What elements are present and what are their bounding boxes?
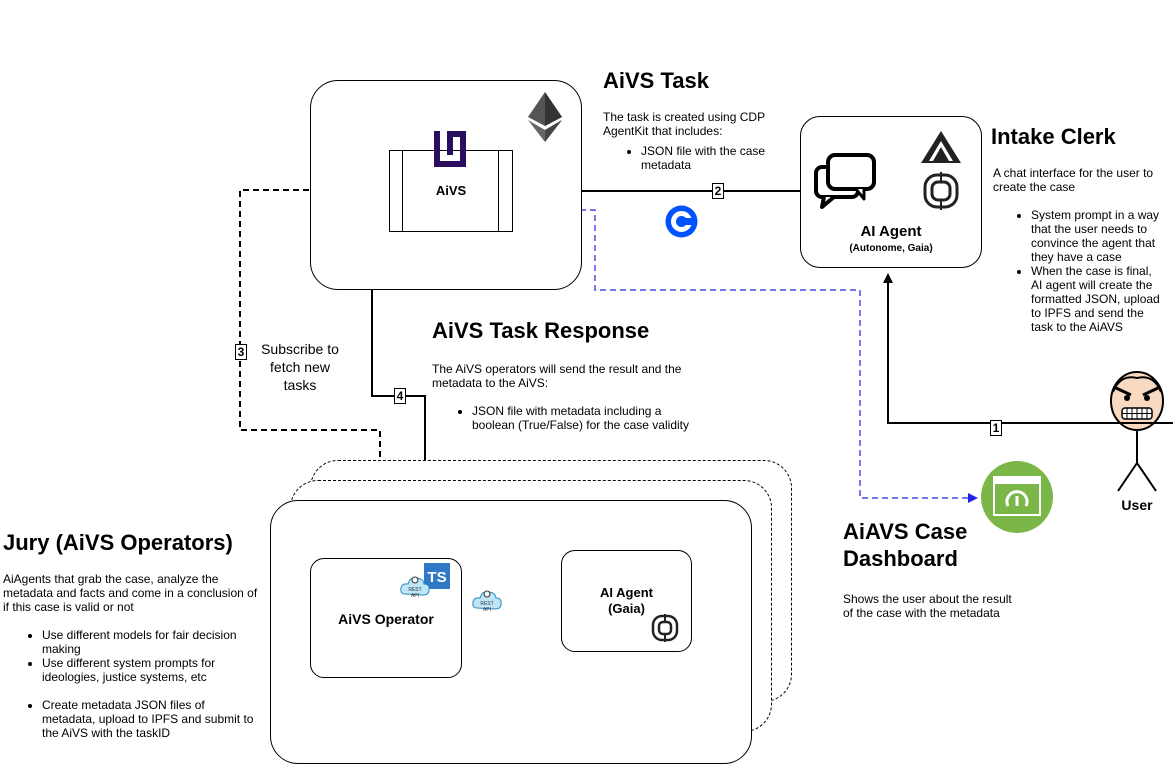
svg-text:REST: REST (408, 587, 421, 593)
dashboard-description: Shows the user about the result of the c… (843, 592, 1012, 620)
aivs-box[interactable]: AiVS (389, 131, 513, 232)
aivs-task-intro: The task is created using CDP AgentKit t… (603, 110, 765, 138)
step-badge-3: 3 (235, 344, 247, 360)
arrow-user-to-agent (883, 273, 1160, 424)
aivs-logo-icon (434, 131, 466, 167)
aivs-task-item: JSON file with the case metadata (641, 144, 803, 172)
aivs-task-description: The task is created using CDP AgentKit t… (603, 110, 803, 172)
intake-clerk-item: System prompt in a way that the user nee… (1031, 208, 1165, 264)
gaia-agent-label: AI Agent (600, 585, 653, 600)
coinbase-icon (665, 205, 698, 238)
svg-text:API: API (483, 607, 491, 613)
gaia-agent-sub: (Gaia) (608, 601, 645, 616)
gaia-icon (923, 172, 959, 210)
svg-text:API: API (411, 593, 419, 599)
autonome-icon (921, 131, 961, 163)
step-badge-4: 4 (394, 388, 406, 404)
intake-clerk-description: A chat interface for the user to create … (993, 166, 1165, 334)
gaia-agent-box[interactable]: AI Agent (Gaia) (561, 550, 692, 652)
aivs-box-label: AiVS (435, 183, 467, 198)
intake-agent-box[interactable]: AI Agent (Autonome, Gaia) (800, 116, 982, 268)
task-response-intro: The AiVS operators will send the result … (432, 362, 682, 390)
jury-item: Create metadata JSON files of metadata, … (42, 698, 261, 740)
chat-bubbles-icon (814, 153, 876, 209)
ethereum-icon (528, 92, 562, 142)
intake-clerk-item: When the case is final, AI agent will cr… (1031, 264, 1165, 334)
step-badge-2: 2 (712, 183, 724, 199)
jury-item: Use different system prompts for ideolog… (42, 656, 261, 684)
task-response-description: The AiVS operators will send the result … (432, 362, 692, 432)
aivs-operator-label: AiVS Operator (338, 611, 434, 627)
task-response-title: AiVS Task Response (432, 318, 650, 343)
task-response-item: JSON file with metadata including a bool… (472, 404, 692, 432)
step-badge-1: 1 (990, 420, 1002, 436)
rest-api-icon: REST API (400, 576, 430, 599)
dashboard-icon (981, 461, 1053, 533)
intake-clerk-intro: A chat interface for the user to create … (993, 166, 1154, 194)
intake-clerk-title: Intake Clerk (991, 124, 1116, 149)
intake-agent-label: AI Agent (860, 223, 922, 240)
jury-intro: AiAgents that grab the case, analyze the… (3, 572, 258, 614)
intake-agent-sub: (Autonome, Gaia) (849, 243, 933, 254)
jury-item: Use different models for fair decision m… (42, 628, 261, 656)
jury-description: AiAgents that grab the case, analyze the… (3, 572, 261, 740)
svg-text:REST: REST (480, 601, 493, 607)
rest-api-icon: REST API (472, 590, 502, 613)
aivs-box-right-rule (498, 151, 499, 231)
user-label: User (1121, 497, 1153, 513)
aivs-box-left-rule (402, 151, 403, 231)
jury-title: Jury (AiVS Operators) (3, 530, 233, 555)
aivs-task-title: AiVS Task (603, 68, 709, 93)
subscribe-label: Subscribe to fetch new tasks (261, 341, 339, 393)
user-figure (1110, 371, 1173, 492)
gaia-icon (651, 614, 679, 642)
typescript-icon: TS (424, 563, 450, 589)
dashboard-title: AiAVS Case Dashboard (843, 519, 968, 571)
